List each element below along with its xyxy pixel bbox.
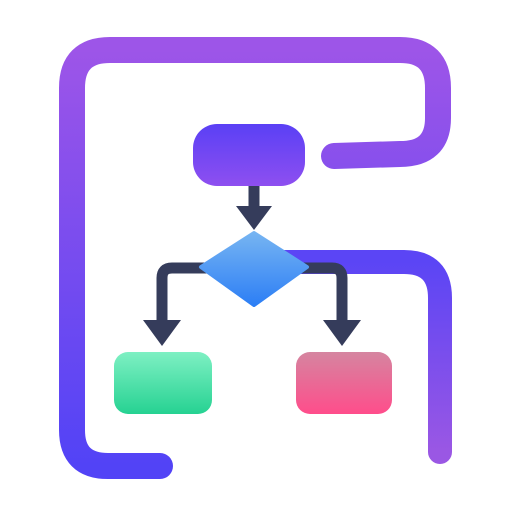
left-branch-node	[114, 352, 212, 414]
right-frame-path	[270, 250, 452, 464]
down-arrow-icon	[143, 206, 361, 346]
outer-frame-path	[59, 37, 451, 479]
right-branch-node	[296, 352, 392, 414]
start-node	[193, 124, 305, 186]
decision-node	[199, 231, 309, 307]
